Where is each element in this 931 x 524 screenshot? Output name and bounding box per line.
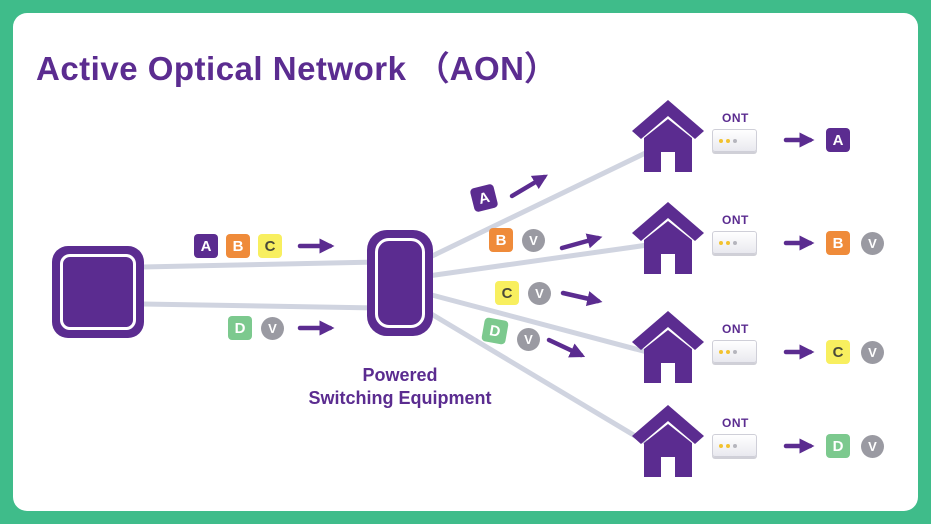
ont-label: ONT	[722, 416, 749, 430]
channel-badge-c: C	[495, 281, 519, 305]
ont-led	[719, 444, 723, 448]
switch-inner-border	[375, 238, 425, 328]
olt-device-inner-border	[60, 254, 136, 330]
channel-badge-d: D	[826, 434, 850, 458]
video-badge: V	[517, 328, 540, 351]
ont-led	[726, 350, 730, 354]
ont-led	[726, 444, 730, 448]
channel-badge-b: B	[826, 231, 850, 255]
ont-label: ONT	[722, 213, 749, 227]
ont-led	[719, 350, 723, 354]
ont-device	[712, 434, 757, 457]
house-icon	[630, 403, 706, 481]
channel-badge-b: B	[489, 228, 513, 252]
video-badge: V	[528, 282, 551, 305]
channel-badge-d: D	[228, 316, 252, 340]
ont-led	[733, 350, 737, 354]
channel-badge-d: D	[481, 317, 509, 345]
house-icon	[630, 200, 706, 278]
ont-led	[726, 241, 730, 245]
ont-led	[733, 444, 737, 448]
ont-led	[733, 139, 737, 143]
channel-badge-a: A	[826, 128, 850, 152]
house-icon	[630, 309, 706, 387]
switching-equipment-device	[367, 230, 433, 336]
ont-label: ONT	[722, 322, 749, 336]
ont-device	[712, 129, 757, 152]
ont-led	[726, 139, 730, 143]
house-icon	[630, 98, 706, 176]
page-title: Active Optical Network （AON）	[36, 50, 558, 87]
video-badge: V	[861, 435, 884, 458]
olt-device	[52, 246, 144, 338]
channel-badge-b: B	[226, 234, 250, 258]
switch-label-line1: Powered	[362, 365, 438, 385]
video-badge: V	[861, 232, 884, 255]
video-badge: V	[261, 317, 284, 340]
video-badge: V	[522, 229, 545, 252]
ont-led	[719, 241, 723, 245]
ont-device	[712, 231, 757, 254]
channel-badge-c: C	[826, 340, 850, 364]
video-badge: V	[861, 341, 884, 364]
ont-led	[719, 139, 723, 143]
ont-device	[712, 340, 757, 363]
channel-badge-a: A	[194, 234, 218, 258]
ont-label: ONT	[722, 111, 749, 125]
channel-badge-c: C	[258, 234, 282, 258]
switch-label-line2: Switching Equipment	[308, 388, 492, 409]
switch-label: Powered Switching Equipment	[255, 364, 545, 410]
ont-led	[733, 241, 737, 245]
